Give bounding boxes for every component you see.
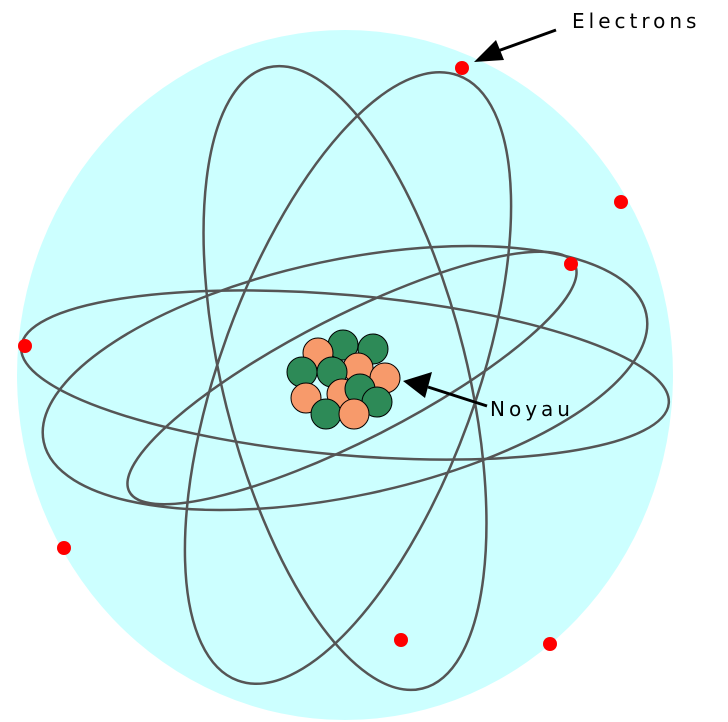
electron [455,61,469,75]
electrons-label: Electrons [572,11,700,31]
nucleus-label: Noyau [490,399,574,419]
electron [564,257,578,271]
electron [543,637,557,651]
electron [394,633,408,647]
neutron [311,399,341,429]
electrons-pointer-arrowhead [474,40,504,62]
proton [339,399,369,429]
neutron [287,357,317,387]
electron [614,195,628,209]
electron [57,541,71,555]
electron [18,339,32,353]
electrons-pointer-line [495,30,556,52]
